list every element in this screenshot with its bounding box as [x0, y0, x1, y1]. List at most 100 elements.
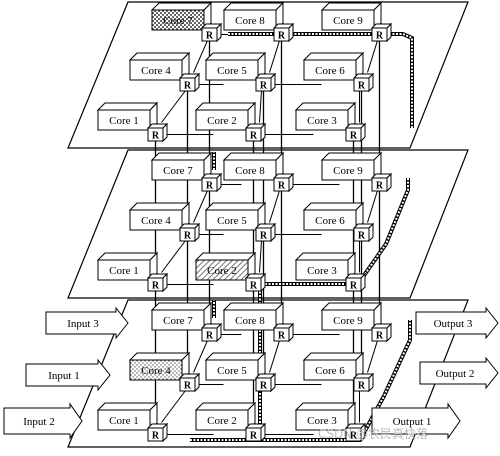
mesh-link [161, 90, 186, 123]
router-top-8: R [244, 122, 267, 143]
router-middle-9: R [344, 272, 367, 293]
router-top-4: R [178, 72, 201, 93]
core-middle-7: Core 1 [96, 251, 159, 282]
mesh-link [269, 40, 280, 73]
core-label: Core 6 [315, 65, 345, 77]
core-middle-4: Core 4 [128, 201, 191, 232]
router-label: R [350, 431, 358, 442]
core-middle-8: Core 2 [194, 251, 257, 282]
router-top-6: R [352, 72, 375, 93]
core-top-9: Core 3 [294, 101, 357, 132]
core-label: Core 3 [307, 115, 337, 127]
core-label: Core 1 [109, 115, 139, 127]
core-middle-2: Core 8 [222, 151, 285, 182]
mesh-link [269, 340, 280, 373]
core-bottom-6: Core 6 [302, 351, 365, 382]
mesh-link [367, 340, 378, 373]
output-2-arrow-label: Output 2 [436, 368, 475, 380]
input-3-arrow-label: Input 3 [67, 318, 99, 330]
core-label: Core 7 [163, 315, 193, 327]
router-label: R [206, 31, 214, 42]
core-label: Core 5 [217, 365, 247, 377]
router-label: R [184, 381, 192, 392]
router-label: R [358, 381, 366, 392]
input-1-arrow: Input 1 [25, 358, 111, 392]
core-label: Core 4 [141, 215, 171, 227]
core-top-6: Core 6 [302, 51, 365, 82]
core-label: Core 1 [109, 415, 139, 427]
core-label: Core 8 [235, 315, 265, 327]
mesh-link [193, 340, 208, 373]
router-label: R [152, 131, 160, 142]
input-2-arrow-label: Input 2 [23, 416, 54, 428]
output-1-arrow: Output 1 [371, 402, 461, 440]
mesh-link [193, 40, 208, 73]
router-middle-1: R [200, 172, 223, 193]
route-path-middle-fill [258, 178, 409, 285]
mesh-link [161, 240, 186, 273]
router-middle-4: R [178, 222, 201, 243]
output-2-arrow: Output 2 [419, 356, 499, 390]
router-bottom-8: R [244, 422, 267, 443]
router-middle-3: R [370, 172, 393, 193]
watermark: CSDN @农民真快落 [318, 427, 428, 441]
output-1-arrow-label: Output 1 [393, 416, 432, 428]
core-middle-5: Core 5 [204, 201, 267, 232]
core-middle-1: Core 7 [150, 151, 213, 182]
mesh-link [193, 190, 208, 223]
core-bottom-7: Core 1 [96, 401, 159, 432]
router-bottom-6: R [352, 372, 375, 393]
router-bottom-5: R [254, 372, 277, 393]
router-label: R [250, 281, 258, 292]
router-middle-8: R [244, 272, 267, 293]
route-path-bottom-fill [190, 320, 411, 441]
router-label: R [206, 331, 214, 342]
core-label: Core 9 [333, 315, 363, 327]
router-label: R [278, 31, 286, 42]
router-bottom-4: R [178, 372, 201, 393]
core-label: Core 9 [333, 15, 363, 27]
core-label: Core 1 [109, 265, 139, 277]
router-label: R [260, 81, 268, 92]
router-label: R [250, 431, 258, 442]
core-top-3: Core 9 [320, 1, 383, 32]
router-top-9: R [344, 122, 367, 143]
router-label: R [152, 431, 160, 442]
mesh-link [259, 90, 262, 123]
router-middle-6: R [352, 222, 375, 243]
output-3-arrow-label: Output 3 [434, 318, 473, 330]
router-label: R [358, 231, 366, 242]
core-label: Core 8 [235, 165, 265, 177]
router-label: R [350, 131, 358, 142]
core-label: Core 5 [217, 215, 247, 227]
core-middle-3: Core 9 [320, 151, 383, 182]
mesh-link [367, 40, 378, 73]
core-middle-6: Core 6 [302, 201, 365, 232]
router-bottom-7: R [146, 422, 169, 443]
router-top-1: R [200, 22, 223, 43]
router-bottom-1: R [200, 322, 223, 343]
router-label: R [260, 381, 268, 392]
core-label: Core 2 [207, 115, 237, 127]
core-bottom-2: Core 8 [222, 301, 285, 332]
router-label: R [376, 331, 384, 342]
output-3-arrow: Output 3 [415, 306, 499, 340]
router-bottom-2: R [272, 322, 295, 343]
core-bottom-3: Core 9 [320, 301, 383, 332]
core-label: Core 8 [235, 15, 265, 27]
router-label: R [184, 231, 192, 242]
router-middle-2: R [272, 172, 295, 193]
core-middle-9: Core 3 [294, 251, 357, 282]
core-label: Core 6 [315, 365, 345, 377]
input-3-arrow: Input 3 [45, 306, 129, 340]
core-top-7: Core 1 [96, 101, 159, 132]
router-label: R [206, 181, 214, 192]
core-bottom-9: Core 3 [294, 401, 357, 432]
router-top-7: R [146, 122, 169, 143]
mesh-link [161, 390, 186, 423]
core-top-2: Core 8 [222, 1, 285, 32]
core-label: Core 7 [163, 165, 193, 177]
core-label: Core 2 [207, 415, 237, 427]
